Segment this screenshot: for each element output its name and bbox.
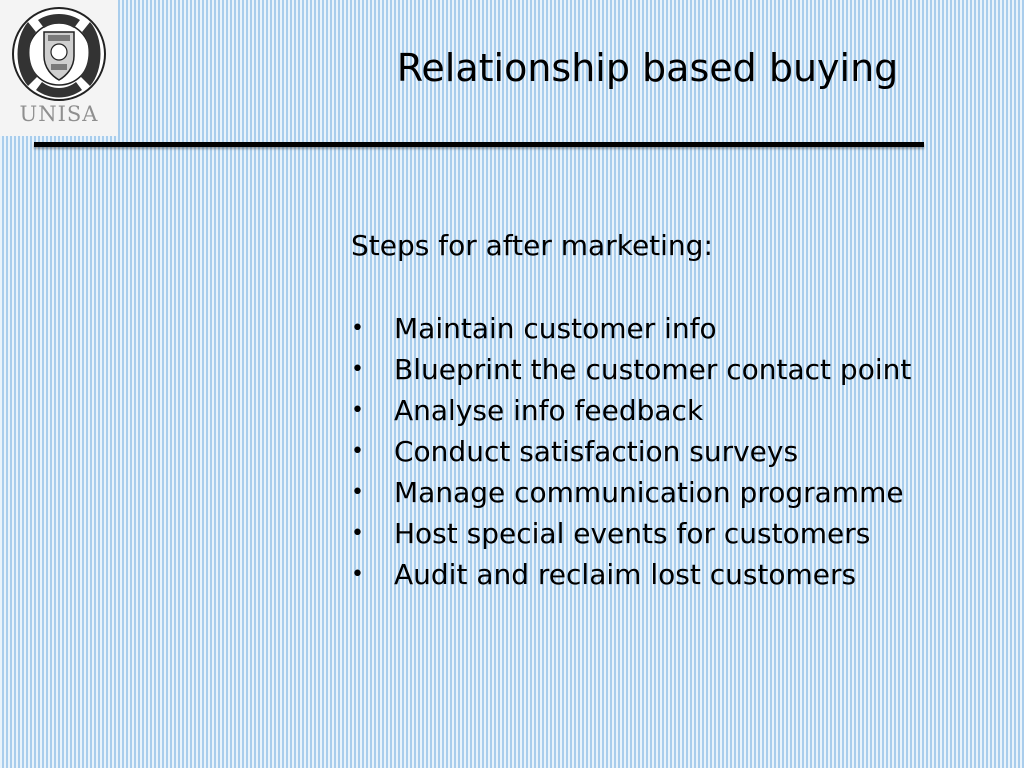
list-item: • Analyse info feedback <box>351 390 1011 431</box>
unisa-wordmark: UNISA <box>19 102 99 126</box>
unisa-seal-icon <box>12 7 106 101</box>
list-item: • Maintain customer info <box>351 308 1011 349</box>
bullet-icon: • <box>351 480 364 505</box>
bullet-icon: • <box>351 562 364 587</box>
list-item-text: Conduct satisfaction surveys <box>394 435 799 468</box>
bullet-icon: • <box>351 521 364 546</box>
list-item-text: Host special events for customers <box>394 517 871 550</box>
list-item-text: Audit and reclaim lost customers <box>394 558 857 591</box>
list-item-text: Analyse info feedback <box>394 394 704 427</box>
list-item: • Host special events for customers <box>351 513 1011 554</box>
bullet-icon: • <box>351 357 364 382</box>
list-item-text: Maintain customer info <box>394 312 717 345</box>
list-item: • Conduct satisfaction surveys <box>351 431 1011 472</box>
list-item: • Manage communication programme <box>351 472 1011 513</box>
unisa-logo: UNISA <box>0 0 118 136</box>
list-item-text: Manage communication programme <box>394 476 904 509</box>
bullet-icon: • <box>351 316 364 341</box>
bullet-icon: • <box>351 398 364 423</box>
bullet-icon: • <box>351 439 364 464</box>
list-item-text: Blueprint the customer contact point <box>394 353 912 386</box>
title-underline <box>34 142 924 147</box>
slide-body: Steps for after marketing: • Maintain cus… <box>351 226 1011 595</box>
slide-title: Relationship based buying <box>396 46 899 90</box>
list-item: • Blueprint the customer contact point <box>351 349 1011 390</box>
steps-list: • Maintain customer info • Blueprint the c… <box>351 308 1011 595</box>
intro-text: Steps for after marketing: <box>351 229 713 262</box>
list-item: • Audit and reclaim lost customers <box>351 554 1011 595</box>
